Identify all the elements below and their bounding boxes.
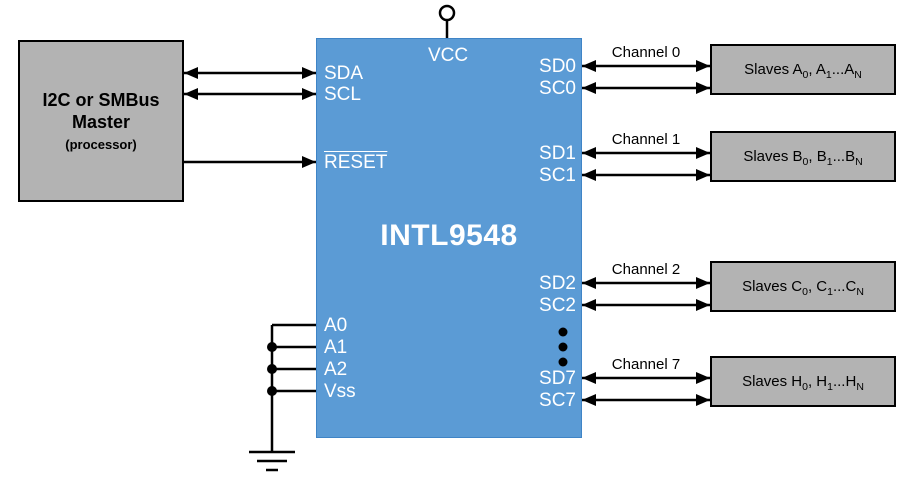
pin-sc1: SC1 (539, 165, 576, 186)
pin-sda: SDA (324, 63, 364, 84)
pin-reset: RESET (324, 152, 388, 173)
slave-box-channel-2: Slaves C0, C1...CN (710, 261, 896, 312)
master-line2: Master (71, 112, 131, 132)
pin-sd7: SD7 (539, 368, 576, 389)
slave-label-channel-7: Slaves H0, H1...HN (742, 373, 864, 393)
slave-label-channel-0: Slaves A0, A1...AN (744, 61, 862, 81)
pin-sc0: SC0 (539, 78, 576, 99)
junction-dot-vss (267, 386, 277, 396)
pin-sd1: SD1 (539, 143, 576, 164)
master-line1: I2C or SMBus (42, 90, 160, 110)
pin-sc7: SC7 (539, 390, 576, 411)
junction-dot-a2 (267, 364, 277, 374)
channel-7-label: Channel 7 (611, 356, 681, 373)
master-box: I2C or SMBus Master (processor) (18, 40, 184, 202)
channel-1-label: Channel 1 (611, 131, 681, 148)
ground-symbol (249, 450, 295, 472)
pin-a0: A0 (324, 315, 348, 336)
slave-box-channel-1: Slaves B0, B1...BN (710, 131, 896, 182)
pin-a2: A2 (324, 359, 348, 380)
chip-box: VCC SDA SCL RESET INTL9548 A0 A1 A2 Vss … (316, 38, 582, 438)
master-line3: (processor) (65, 137, 137, 152)
pin-scl: SCL (324, 84, 361, 105)
vcc-terminal-circle (438, 4, 456, 22)
slave-box-channel-7: Slaves H0, H1...HN (710, 356, 896, 407)
pin-sc2: SC2 (539, 295, 576, 316)
pin-sd2: SD2 (539, 273, 576, 294)
channel-2-label: Channel 2 (611, 261, 681, 278)
junction-dot-a1 (267, 342, 277, 352)
slave-label-channel-1: Slaves B0, B1...BN (743, 148, 863, 168)
slave-box-channel-0: Slaves A0, A1...AN (710, 44, 896, 95)
chip-title: INTL9548 (380, 219, 518, 252)
pin-sd0: SD0 (539, 56, 576, 77)
channel-0-label: Channel 0 (611, 44, 681, 61)
slave-label-channel-2: Slaves C0, C1...CN (742, 278, 864, 298)
pin-a1: A1 (324, 337, 348, 358)
pin-vss: Vss (324, 381, 356, 402)
pin-vcc: VCC (427, 45, 469, 66)
